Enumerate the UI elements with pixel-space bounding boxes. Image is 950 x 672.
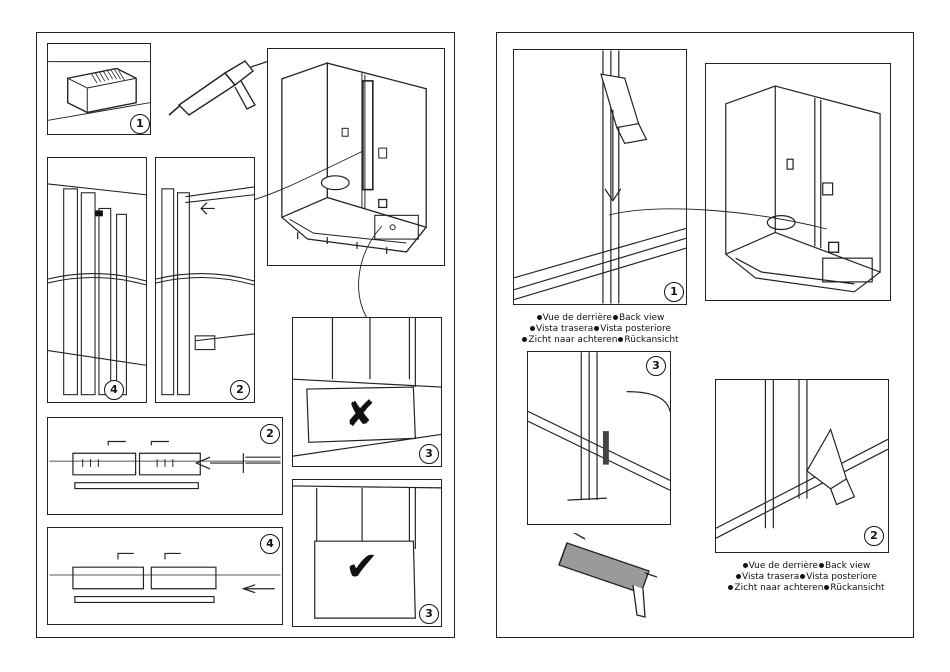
left-instruction-page: 1: [36, 32, 455, 638]
step-number: 1: [130, 114, 150, 134]
step-number: 4: [260, 534, 280, 554]
step-number: 1: [664, 282, 684, 302]
profile-section-drawing: [48, 418, 282, 514]
sealant-corner-panel: 3: [527, 351, 671, 525]
sealant-gun-icon: [165, 59, 275, 119]
profile-section-b-panel: 4: [47, 527, 283, 625]
sealant-corner-drawing: [528, 352, 670, 524]
back-view-clip-panel: 1: [513, 49, 687, 305]
wrong-fit-drawing: [293, 318, 441, 466]
wrong-mark: ✘: [345, 394, 375, 435]
wrong-fit-panel: ✘ 3: [292, 317, 442, 467]
back-view-clip-2-panel: 2: [715, 379, 889, 553]
profile-joint-drawing: [48, 158, 146, 402]
step-number: 2: [230, 380, 250, 400]
step-number: 3: [419, 444, 439, 464]
back-view-drawing: [716, 380, 888, 552]
sealant-detail-panel: 1: [47, 43, 151, 135]
step-number: 3: [419, 604, 439, 624]
shower-cabin-drawing: [706, 64, 890, 300]
profile-section-drawing: [48, 528, 282, 624]
profile-joint-right-panel: 2: [155, 157, 255, 403]
cabin-overview-right-panel: [705, 63, 891, 301]
back-view-drawing: [514, 50, 686, 304]
shower-cabin-drawing: [268, 49, 444, 265]
step-number: 3: [646, 356, 666, 376]
profile-joint-drawing: [156, 158, 254, 402]
sealant-gun-icon: [537, 533, 657, 623]
correct-mark: ✔: [345, 544, 379, 590]
step-number: 4: [104, 380, 124, 400]
correct-fit-panel: ✔ 3: [292, 479, 442, 627]
profile-joint-left-panel: 4: [47, 157, 147, 403]
step-number: 2: [864, 526, 884, 546]
step-number: 2: [260, 424, 280, 444]
profile-section-a-panel: 2: [47, 417, 283, 515]
cabin-overview-panel: [267, 48, 445, 266]
